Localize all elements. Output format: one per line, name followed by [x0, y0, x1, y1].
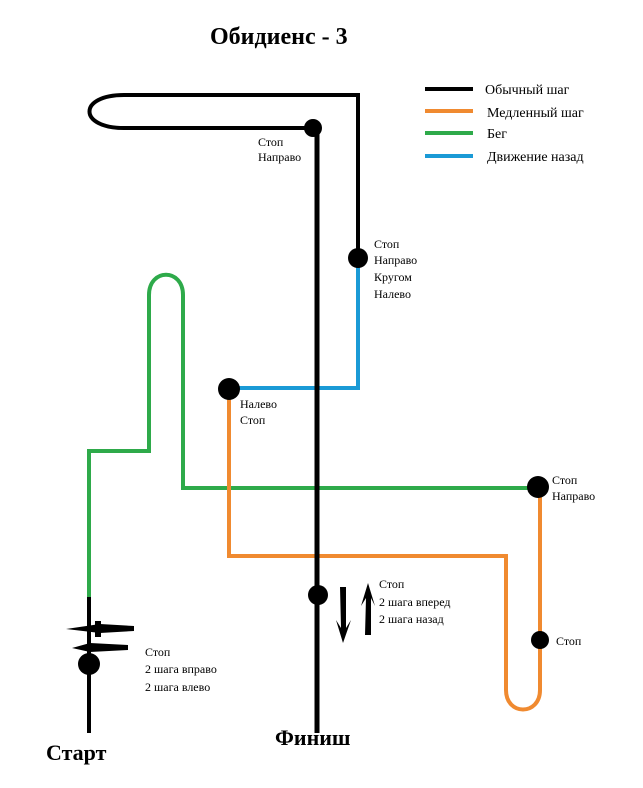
legend-label-normal: Обычный шаг: [485, 83, 570, 98]
note-top-2: Направо: [258, 150, 301, 164]
normal-walk-top-loop: [87, 93, 360, 258]
note-top-1: Стоп: [258, 135, 284, 149]
note-right-lower-1: Стоп: [556, 634, 582, 648]
note-right-upper-3: Кругом: [374, 270, 412, 284]
station-dot-left-mid: [218, 378, 240, 400]
station-dot-center: [308, 585, 328, 605]
sideways-steps-icon: [66, 621, 134, 652]
finish-label: Финиш: [275, 725, 351, 750]
backward-path: [229, 258, 360, 390]
forward-back-arrows-icon: [336, 583, 375, 643]
note-center-3: 2 шага назад: [379, 612, 444, 626]
station-dot-start: [78, 653, 100, 675]
start-label: Старт: [46, 740, 107, 765]
note-left-mid-2: Стоп: [240, 413, 266, 427]
note-far-right-2: Направо: [552, 489, 595, 503]
legend-label-back: Движение назад: [487, 150, 584, 165]
note-start-3: 2 шага влево: [145, 680, 210, 694]
note-left-mid-1: Налево: [240, 397, 277, 411]
note-far-right-1: Стоп: [552, 473, 578, 487]
note-start-2: 2 шага вправо: [145, 662, 217, 676]
legend: Обычный шаг Медленный шаг Бег Движение н…: [425, 83, 584, 165]
diagram-title: Обидиенс - 3: [210, 24, 348, 50]
station-dot-right-lower: [531, 631, 549, 649]
station-dot-right-upper: [348, 248, 368, 268]
note-center-1: Стоп: [379, 577, 405, 591]
run-path: [87, 272, 540, 597]
legend-label-run: Бег: [487, 127, 507, 142]
note-right-upper-1: Стоп: [374, 237, 400, 251]
legend-label-slow: Медленный шаг: [487, 106, 584, 121]
station-dot-far-right: [527, 476, 549, 498]
slow-walk-path: [227, 388, 542, 712]
note-right-upper-2: Направо: [374, 253, 417, 267]
note-center-2: 2 шага вперед: [379, 595, 451, 609]
note-right-upper-4: Налево: [374, 287, 411, 301]
station-dot-top: [304, 119, 322, 137]
note-start-1: Стоп: [145, 645, 171, 659]
